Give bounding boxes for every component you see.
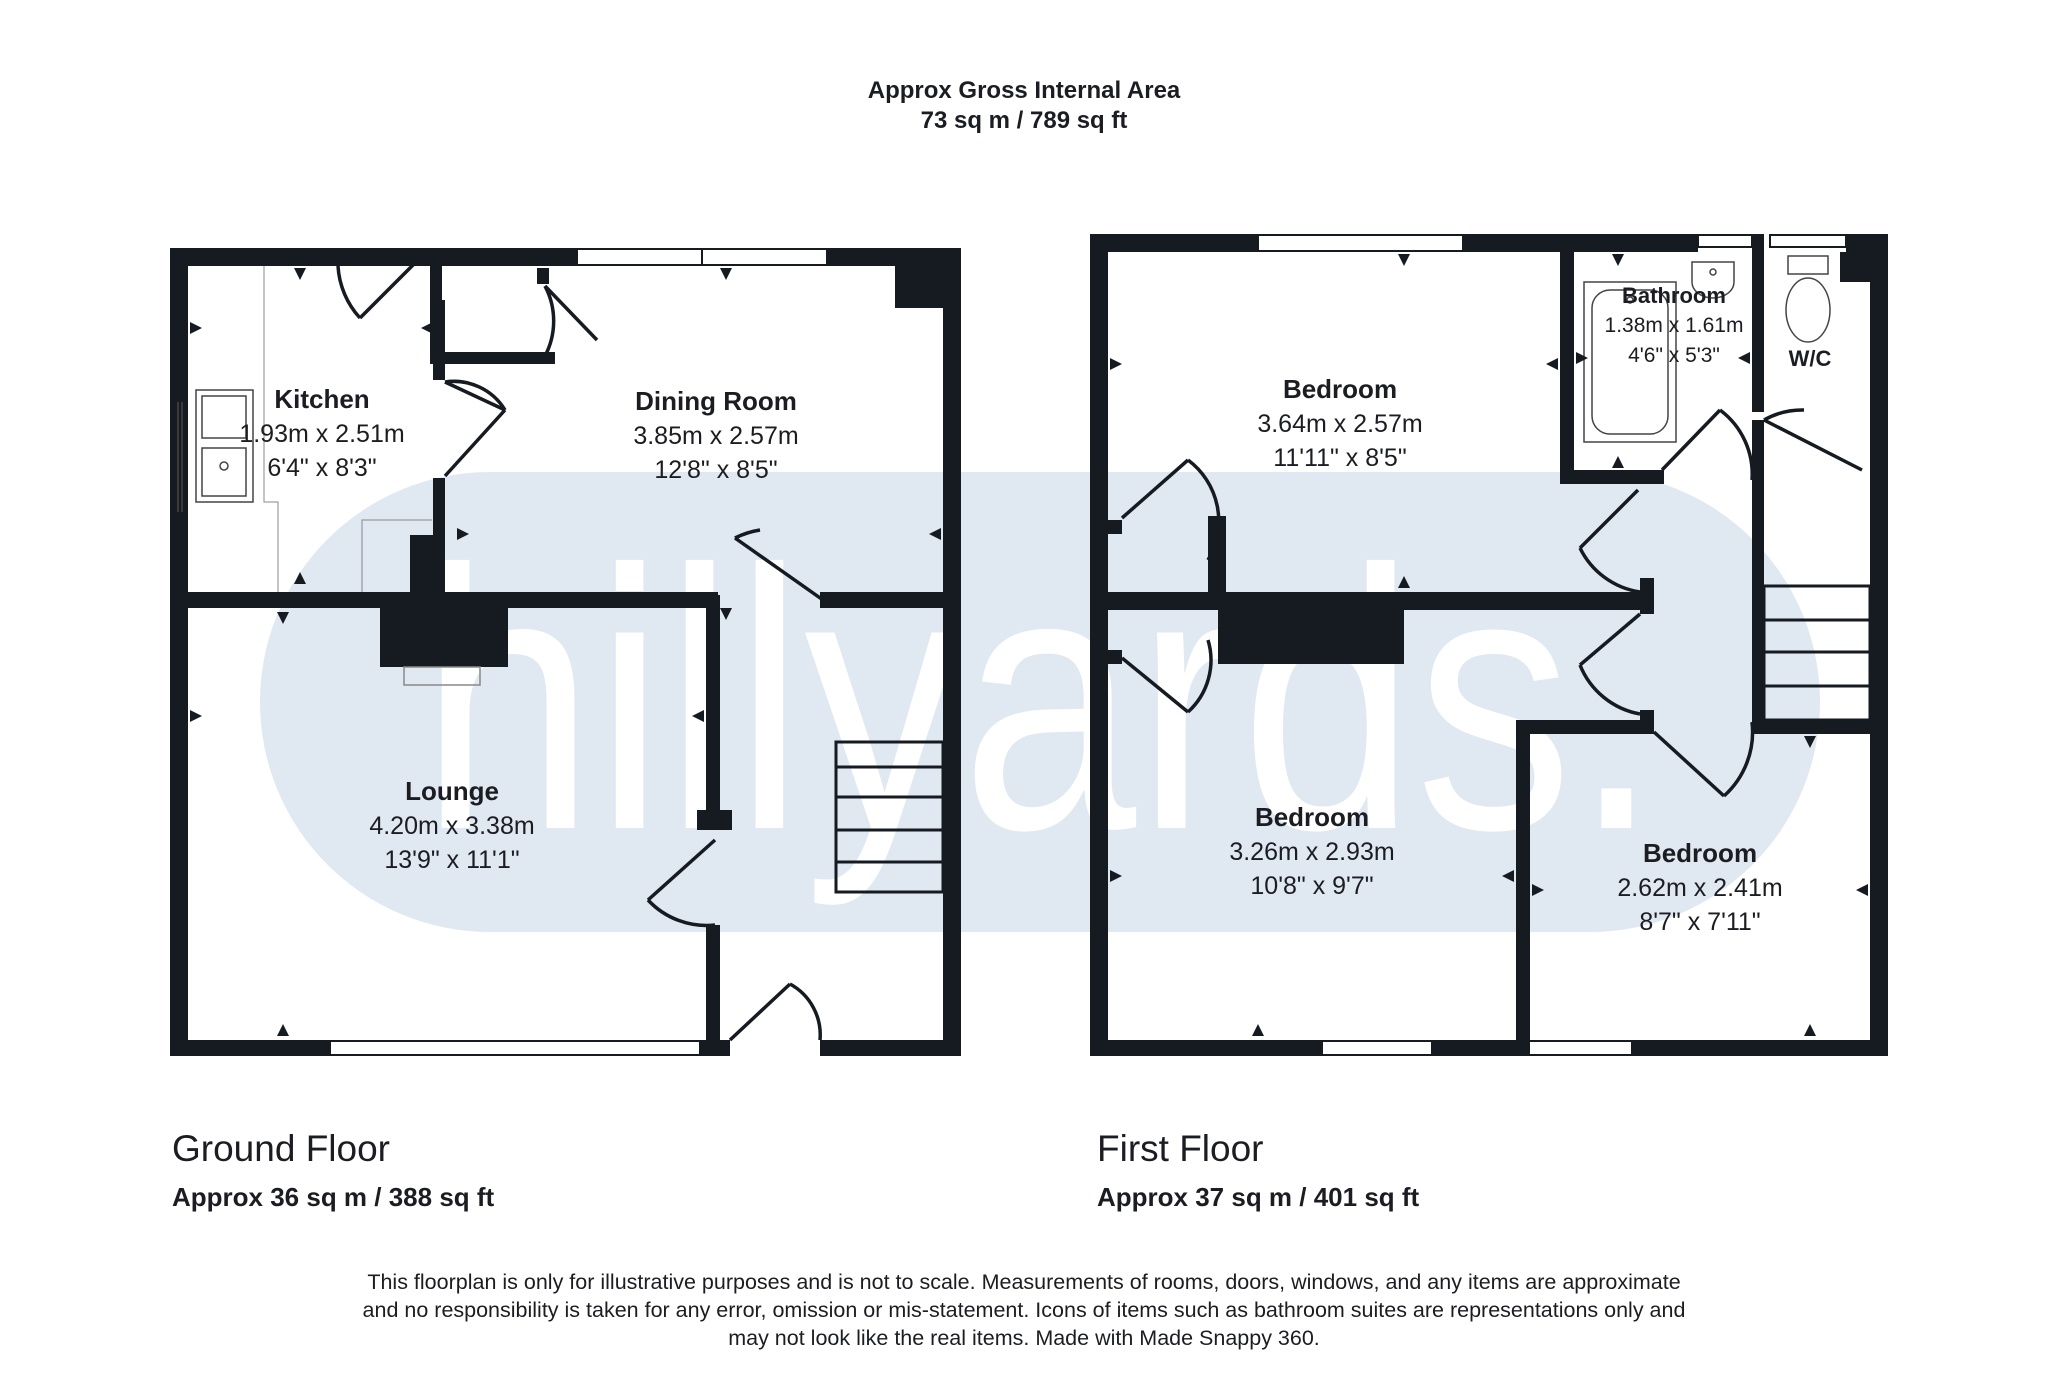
- first-floor-plan: [1090, 234, 1888, 1056]
- gross-area-header: Approx Gross Internal Area 73 sq m / 789…: [0, 76, 2048, 136]
- bedroom-3-name: Bedroom: [1643, 838, 1757, 868]
- wc-name: W/C: [1789, 346, 1832, 371]
- first-floor-title: First Floor: [1097, 1128, 1264, 1169]
- bedroom-3-metric: 2.62m x 2.41m: [1617, 874, 1782, 902]
- first-floor-area: Approx 37 sq m / 401 sq ft: [1097, 1182, 1420, 1212]
- bedroom-1-name: Bedroom: [1283, 374, 1397, 404]
- bathroom-name: Bathroom: [1622, 283, 1726, 308]
- first-floor-caption: First Floor Approx 37 sq m / 401 sq ft: [1097, 1128, 1419, 1214]
- wall: [1560, 234, 1574, 482]
- lounge-name: Lounge: [405, 776, 499, 806]
- counter-outline: [263, 266, 432, 592]
- wall: [422, 248, 577, 266]
- bedroom-1-imperial: 11'11" x 8'5": [1273, 444, 1406, 472]
- wall: [1108, 650, 1122, 664]
- wall: [1752, 234, 1764, 412]
- disclaimer-line: and no responsibility is taken for any e…: [362, 1298, 1686, 1322]
- wall: [1090, 234, 1258, 252]
- toilet-icon: [1785, 255, 1831, 343]
- corner-block: [895, 262, 943, 308]
- wall: [1432, 1040, 1528, 1056]
- wall: [1516, 720, 1646, 734]
- door-swings: [336, 254, 825, 1042]
- wall: [1640, 710, 1654, 734]
- wall: [188, 592, 718, 608]
- wall: [1090, 1040, 1322, 1056]
- bedroom-2-metric: 3.26m x 2.93m: [1229, 838, 1394, 866]
- bedroom-1-metric: 3.64m x 2.57m: [1257, 410, 1422, 438]
- wall: [170, 248, 428, 266]
- wall: [1640, 578, 1654, 614]
- wall: [697, 810, 732, 830]
- wall: [827, 248, 960, 266]
- lounge-metric: 4.20m x 3.38m: [369, 812, 534, 840]
- window: [329, 248, 828, 1056]
- bathroom-imperial: 4'6" x 5'3": [1628, 344, 1720, 367]
- wall: [943, 248, 961, 1056]
- wall: [1463, 234, 1698, 252]
- dimension-arrows: [1110, 254, 1868, 1036]
- wall: [170, 248, 188, 1056]
- stairs: [834, 740, 945, 894]
- gross-area-title: Approx Gross Internal Area: [867, 77, 1181, 104]
- stairs: [1762, 584, 1872, 722]
- watermark-text: hillyards.: [420, 494, 1660, 909]
- wall: [706, 925, 720, 1055]
- disclaimer: This floorplan is only for illustrative …: [200, 1268, 1848, 1352]
- gross-area-value: 73 sq m / 789 sq ft: [920, 107, 1128, 134]
- bath-icon: [1583, 281, 1677, 443]
- sink-icon: [177, 389, 254, 512]
- first-floor-labels: Bedroom 3.64m x 2.57m 11'11" x 8'5" Bath…: [1229, 283, 1831, 936]
- wall: [1218, 592, 1404, 664]
- wall: [1840, 252, 1870, 282]
- disclaimer-line: may not look like the real items. Made w…: [728, 1326, 1320, 1350]
- hearth: [403, 666, 481, 686]
- disclaimer-line: This floorplan is only for illustrative …: [367, 1270, 1681, 1294]
- dining-room-name: Dining Room: [635, 386, 797, 416]
- lounge-imperial: 13'9" x 11'1": [384, 846, 519, 874]
- bedroom-3-imperial: 8'7" x 7'11": [1639, 908, 1760, 936]
- dining-room-imperial: 12'8" x 8'5": [654, 456, 777, 484]
- wall: [706, 595, 720, 820]
- wall: [1090, 234, 1108, 1056]
- kitchen-metric: 1.93m x 2.51m: [239, 420, 404, 448]
- ground-floor-area: Approx 36 sq m / 388 sq ft: [172, 1182, 495, 1212]
- wall: [820, 1040, 961, 1056]
- ground-floor-labels: Kitchen 1.93m x 2.51m 6'4" x 8'3" Dining…: [239, 384, 798, 874]
- watermark: hillyards.: [260, 472, 1820, 932]
- wall: [1108, 520, 1122, 534]
- ground-floor-plan: [170, 248, 961, 1056]
- dimension-arrows: [190, 268, 941, 1036]
- wall: [433, 300, 445, 380]
- wall: [820, 592, 945, 608]
- bedroom-2-imperial: 10'8" x 9'7": [1250, 872, 1373, 900]
- bathroom-metric: 1.38m x 1.61m: [1605, 314, 1744, 337]
- wall: [1208, 516, 1226, 596]
- ground-floor-title: Ground Floor: [172, 1128, 390, 1169]
- wall: [1870, 234, 1888, 1056]
- kitchen-imperial: 6'4" x 8'3": [267, 454, 376, 482]
- wall: [537, 268, 549, 284]
- basin-icon: [1691, 261, 1735, 299]
- wall: [1560, 470, 1664, 484]
- wall: [1516, 720, 1530, 1056]
- ground-floor-caption: Ground Floor Approx 36 sq m / 388 sq ft: [172, 1128, 494, 1214]
- wall: [1752, 420, 1764, 720]
- dining-room-metric: 3.85m x 2.57m: [633, 422, 798, 450]
- watermark-band: [260, 472, 1820, 932]
- wall: [170, 1040, 330, 1056]
- kitchen-name: Kitchen: [274, 384, 369, 414]
- bedroom-2-name: Bedroom: [1255, 802, 1369, 832]
- wall: [1632, 1040, 1888, 1056]
- wall: [1752, 720, 1888, 734]
- wall: [430, 352, 555, 364]
- door-swings: [1120, 408, 1863, 798]
